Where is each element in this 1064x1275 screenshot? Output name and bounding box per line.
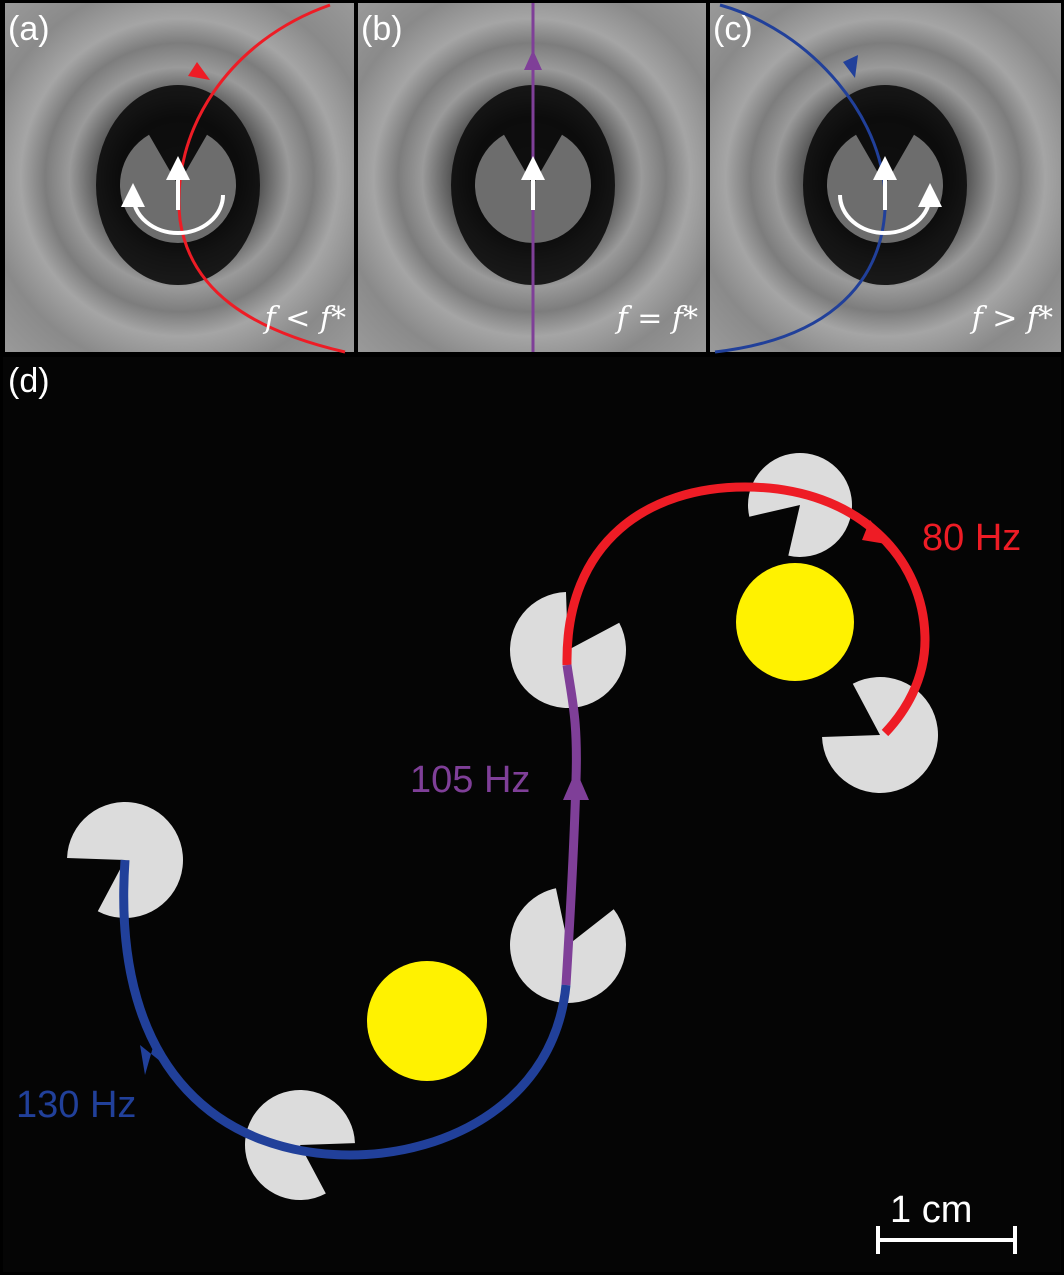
direction-arrow-icon [524,50,542,70]
label-80hz: 80 Hz [922,517,1021,559]
scale-bar: 1 cm [876,1189,1017,1254]
condition-c: f > f* [970,301,1053,336]
panel-c: (c) f > f* [710,3,1061,354]
direction-arrow-icon [843,55,858,78]
particle [748,453,853,557]
arrow-105hz [563,770,589,800]
label-105hz: 105 Hz [410,759,530,801]
panel-label-b: (b) [361,10,403,48]
rotation-arrow-icon [121,183,225,235]
trajectory-a [177,3,346,354]
label-130hz: 130 Hz [16,1084,136,1126]
direction-arrow-icon [188,62,210,80]
rotation-arrow-icon [838,183,942,235]
trajectory-80hz [562,482,930,737]
panel-d: 80 Hz 105 Hz 130 Hz 1 cm (d) [3,357,1061,1272]
obstacle-lower [367,961,487,1081]
panel-b: (b) f = f* [358,3,706,352]
panel-label-d: (d) [8,362,50,400]
panel-label-a: (a) [8,10,50,48]
scale-bar-label: 1 cm [890,1189,972,1231]
condition-b: f = f* [615,301,698,336]
arrow-80hz [862,520,892,545]
panel-a: (a) f < f* [5,3,354,354]
panel-label-c: (c) [713,10,753,48]
arrow-130hz [140,1040,165,1075]
obstacle-upper [736,563,854,681]
trajectory-130hz [119,859,571,1160]
particle [244,1090,355,1200]
particle [67,801,183,918]
condition-a: f < f* [263,301,346,336]
